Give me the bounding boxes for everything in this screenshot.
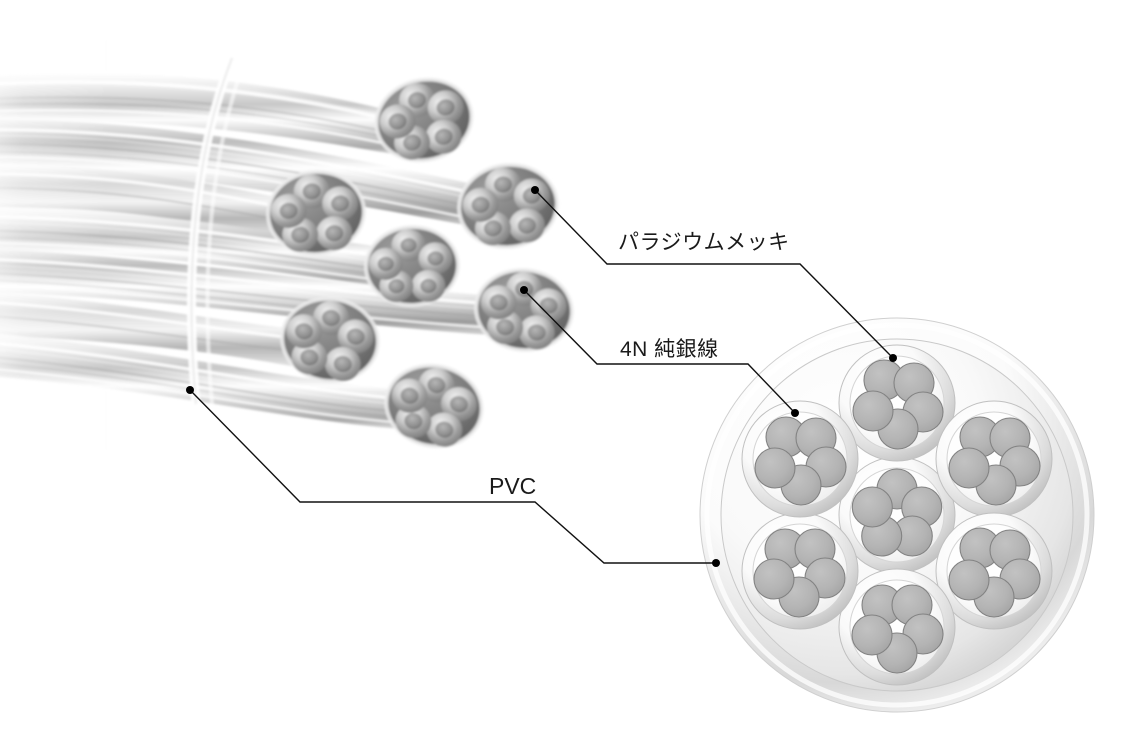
bundle-lower-left [741, 512, 859, 630]
strand-ring [851, 468, 943, 557]
strand-ring [948, 527, 1041, 618]
leader-line-silver-wire [523, 289, 796, 414]
strand-ring [948, 416, 1041, 506]
bundle-upper-right [935, 400, 1053, 518]
strand-ring [852, 359, 944, 450]
callout-palladium[interactable]: パラジウムメッキ [531, 186, 897, 362]
strand-ring [753, 528, 846, 618]
jacket-cut-edge [187, 55, 248, 405]
leader-dot-pvc-start [186, 386, 194, 394]
bundle-end-2 [457, 162, 559, 250]
bundle-upper-left [741, 400, 859, 518]
leader-line-pvc [189, 389, 716, 564]
bundle-center [838, 456, 956, 574]
label-silver-wire: 4N 純銀線 [620, 338, 719, 361]
cutaway-render [0, 40, 574, 450]
bundle-bottom [838, 568, 956, 686]
bundle-end-6 [280, 296, 380, 384]
strand-ring [851, 584, 944, 674]
bundle-end-3 [266, 169, 366, 257]
label-pvc: PVC [489, 473, 536, 499]
leader-line-palladium [534, 189, 894, 359]
bundle-end-1 [374, 77, 474, 163]
leader-dot-palladium-end [889, 354, 897, 362]
cable-cross-section [699, 317, 1095, 713]
leader-dot-palladium-start [531, 186, 539, 194]
callout-labels: パラジウムメッキ 4N 純銀線 PVC [186, 186, 897, 567]
strand-ring [754, 416, 847, 506]
leader-dot-silver-end [791, 409, 799, 417]
bundle-end-4 [364, 224, 460, 308]
conductor-bundles [741, 344, 1053, 686]
label-palladium: パラジウムメッキ [618, 231, 790, 254]
callout-pvc[interactable]: PVC [186, 386, 720, 567]
bundle-end-5 [474, 267, 574, 353]
callout-silver-wire[interactable]: 4N 純銀線 [520, 286, 799, 417]
leader-dot-silver-start [520, 286, 528, 294]
jacket-highlight-ring [704, 322, 1090, 708]
bundle-end-7 [384, 363, 484, 449]
bundle-end-faces [266, 77, 574, 449]
bundle-lower-right [935, 512, 1053, 630]
bundle-top [838, 344, 956, 462]
leader-dot-pvc-end [712, 559, 720, 567]
